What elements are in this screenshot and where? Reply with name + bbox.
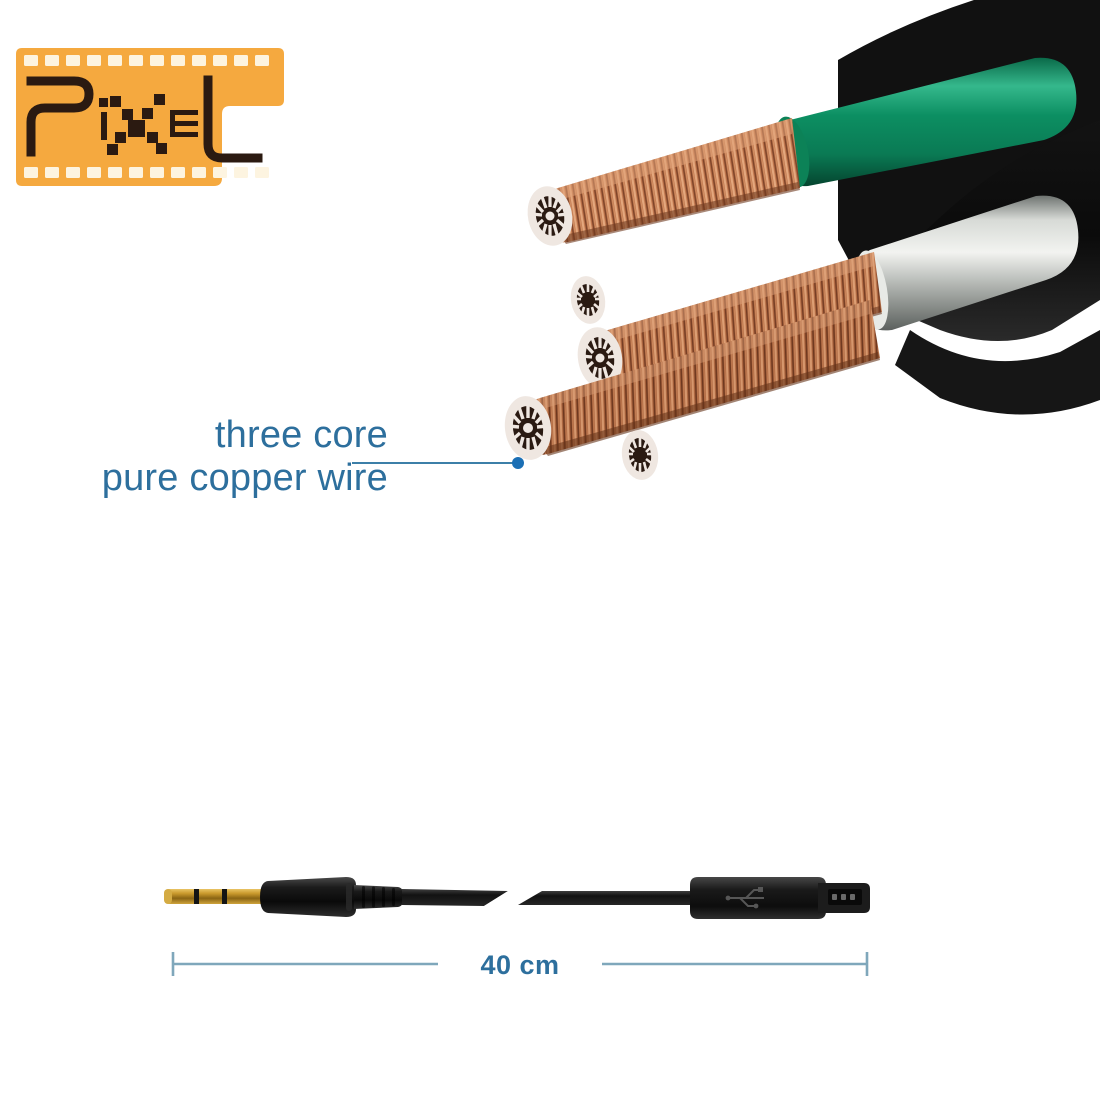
leader-end-dot [512,457,524,469]
logo-letter-p [26,76,94,157]
audio-jack-3.5mm [164,889,272,904]
cable-break-marker [484,891,516,906]
pixel-film-strip-logo [12,36,288,198]
logo-letter-e [170,110,198,137]
copper-bundle-front [513,300,880,456]
length-dimension: 40 cm [170,948,870,994]
outer-jacket-lower-lip [895,330,1100,415]
strand-cap-secondary-b [621,430,659,480]
jack-barrel [260,877,356,917]
cutaway-graphic [504,0,1100,480]
dimension-label: 40 cm [480,950,560,980]
leader-line-segment [352,462,518,464]
logo-graphic [16,48,284,186]
logo-letter-i [99,98,108,140]
usb-contacts [832,894,855,900]
logo-letter-x-pixels [107,94,167,155]
copper-bundle-top [535,118,800,244]
logo-perforations-bottom [24,167,269,178]
logo-perforations-top [24,55,269,66]
strand-cap-secondary-a [570,276,606,324]
callout-text: three core pure copper wire [28,414,388,499]
cable-graphic [164,877,870,919]
cable-cutaway-illustration [440,0,1100,600]
strain-relief [354,885,404,909]
dimension-rule [171,952,869,976]
micro-usb-connector [690,877,870,919]
logo-letter-l [203,75,263,163]
callout-line-2: pure copper wire [101,456,388,499]
cable-segment-left [402,889,508,906]
cable-length-illustration [150,845,910,955]
usb-trident-icon [725,887,764,909]
callout-leader-line [352,455,528,471]
cable-segment-right [518,891,710,905]
callout-line-1: three core [214,414,388,456]
strand-cap-front [504,396,552,460]
strand-cap-top [527,186,573,246]
strand-cap-middle [577,327,623,389]
dimension-lines [171,952,869,976]
